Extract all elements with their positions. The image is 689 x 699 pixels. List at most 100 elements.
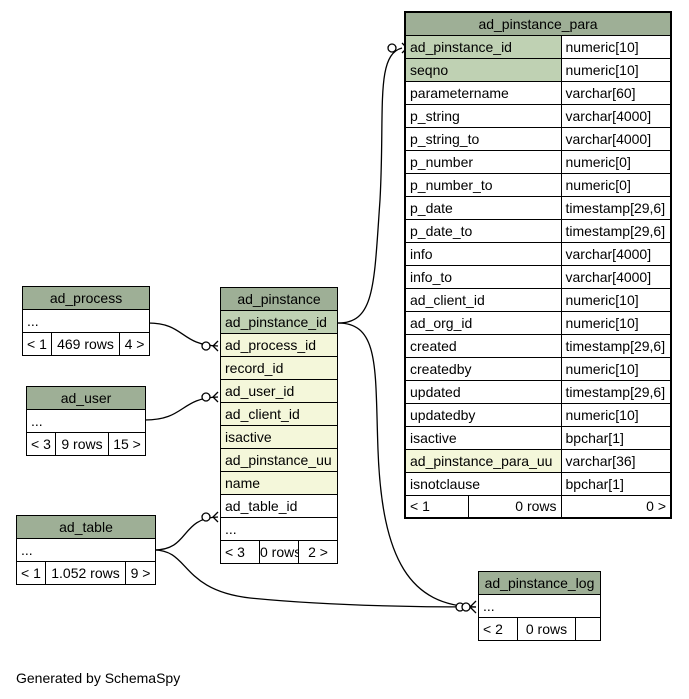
column-name: isactive xyxy=(220,425,338,449)
row-count: 0 rows xyxy=(515,498,557,515)
column-type: timestamp[29,6] xyxy=(560,195,672,220)
column-ellipsis: ... xyxy=(25,409,147,433)
children-count xyxy=(575,617,601,641)
parents-count: < 2 xyxy=(478,617,518,641)
column-name: ad_pinstance_para_uu xyxy=(404,448,562,473)
column-type: numeric[10] xyxy=(560,356,672,381)
row-count: 9 rows xyxy=(55,432,109,456)
table-ad-process[interactable]: ad_process ... < 1 469 rows 4 > xyxy=(21,286,151,356)
children-count: 2 > xyxy=(298,540,338,564)
column-name: p_number xyxy=(404,149,562,174)
column-name: info_to xyxy=(404,264,562,289)
table-title[interactable]: ad_pinstance_log xyxy=(478,571,601,595)
column-name: updated xyxy=(404,379,562,404)
row-count: 0 rows xyxy=(259,540,299,564)
generated-by-text: Generated by SchemaSpy xyxy=(16,670,181,686)
table-ad-user[interactable]: ad_user ... < 3 9 rows 15 > xyxy=(25,386,147,456)
crowfoot-process xyxy=(212,340,219,352)
table-ad-table[interactable]: ad_table ... < 1 1.052 rows 9 > xyxy=(15,515,157,585)
column-row: isactive xyxy=(220,425,338,449)
column-row: name xyxy=(220,471,338,495)
parents-count: < 1 xyxy=(22,332,52,356)
column-row: ad_user_id xyxy=(220,379,338,403)
column-type: timestamp[29,6] xyxy=(560,379,672,404)
edge-end-circle-para xyxy=(387,43,397,53)
column-name: ad_client_id xyxy=(220,402,338,426)
table-title[interactable]: ad_pinstance xyxy=(220,287,338,311)
column-type: numeric[10] xyxy=(560,310,672,335)
column-name: p_date_to xyxy=(404,218,562,243)
parents-count: < 1 xyxy=(406,496,469,517)
column-type: bpchar[1] xyxy=(560,471,672,496)
table-title[interactable]: ad_table xyxy=(15,515,157,539)
column-name: p_date xyxy=(404,195,562,220)
crowfoot-table xyxy=(212,511,219,523)
column-ellipsis: ... xyxy=(15,538,157,562)
parents-count: < 3 xyxy=(220,540,260,564)
table-title[interactable]: ad_process xyxy=(21,286,151,310)
column-row: ad_pinstance_id xyxy=(220,310,338,334)
table-title[interactable]: ad_pinstance_para xyxy=(404,11,672,36)
column-row: ad_table_id xyxy=(220,494,338,518)
column-name: parametername xyxy=(404,80,562,105)
row-count: 469 rows xyxy=(51,332,120,356)
column-type: varchar[36] xyxy=(560,448,672,473)
edge-pinstance-para xyxy=(337,47,403,324)
edge-table-log xyxy=(153,549,477,608)
parents-count: < 3 xyxy=(26,432,56,456)
parents-count: < 1 xyxy=(16,561,46,585)
column-row: ad_pinstance_uu xyxy=(220,448,338,472)
column-name: record_id xyxy=(220,356,338,380)
column-row: record_id xyxy=(220,356,338,380)
column-type: numeric[10] xyxy=(560,287,672,312)
edge-end-circle-table xyxy=(201,512,211,522)
column-name: updatedby xyxy=(404,402,562,427)
table-title[interactable]: ad_user xyxy=(25,386,147,410)
column-row: ad_client_id xyxy=(220,402,338,426)
column-type: varchar[4000] xyxy=(560,103,672,128)
column-row: ad_process_id xyxy=(220,333,338,357)
row-count: 1.052 rows xyxy=(45,561,126,585)
edge-end-circle-log-2 xyxy=(461,602,471,612)
column-name: ad_pinstance_id xyxy=(220,310,338,334)
column-type: timestamp[29,6] xyxy=(560,333,672,358)
edge-table-pinstance xyxy=(153,516,219,551)
column-name: isnotclause xyxy=(404,471,562,496)
table-ad-pinstance-log[interactable]: ad_pinstance_log ... < 2 0 rows xyxy=(478,571,601,641)
column-type: numeric[0] xyxy=(560,172,672,197)
column-name: ad_process_id xyxy=(220,333,338,357)
column-name: createdby xyxy=(404,356,562,381)
column-name: ad_org_id xyxy=(404,310,562,335)
column-name: p_number_to xyxy=(404,172,562,197)
children-count: 9 > xyxy=(124,561,157,585)
column-type: bpchar[1] xyxy=(560,425,672,450)
column-type: varchar[60] xyxy=(560,80,672,105)
children-count: 15 > xyxy=(107,432,147,456)
column-type: varchar[4000] xyxy=(560,126,672,151)
column-type: numeric[10] xyxy=(560,402,672,427)
column-row: ... xyxy=(220,517,338,541)
